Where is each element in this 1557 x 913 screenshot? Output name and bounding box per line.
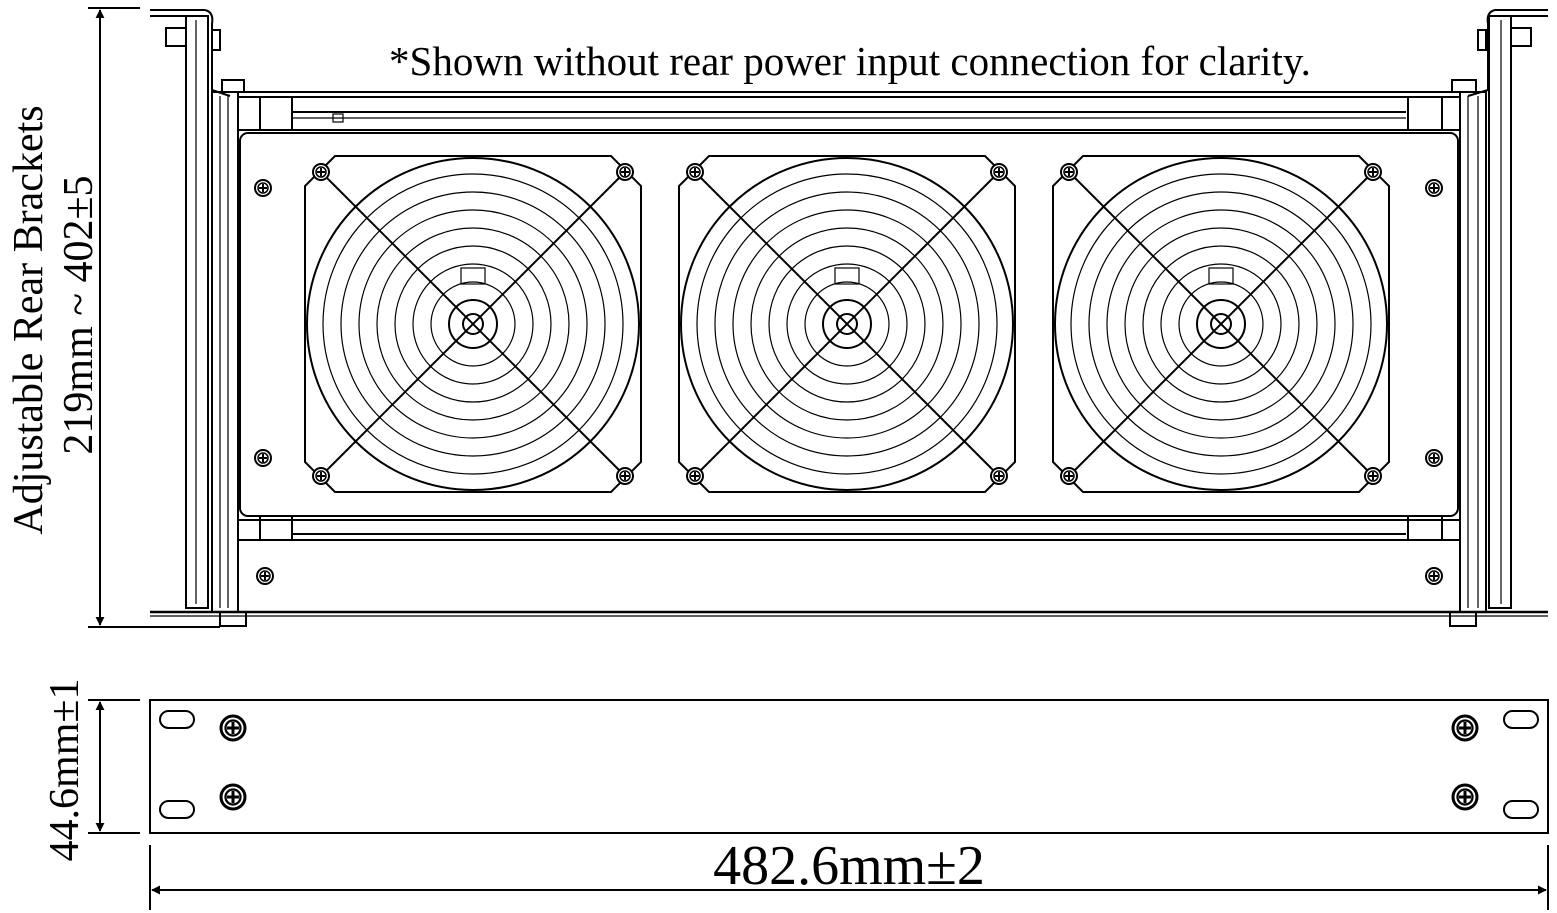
front-screw-icon: [1451, 714, 1479, 742]
left-rear-bracket: [165, 9, 245, 609]
panel-screw-icon: [254, 179, 272, 197]
fan-hub: [1196, 299, 1246, 349]
fan-screw-icon: [686, 467, 704, 485]
fan-guard-ring: [376, 227, 570, 421]
fan-screw-icon: [1060, 467, 1078, 485]
panel-screw-icon: [254, 449, 272, 467]
front-view: [149, 699, 1549, 834]
fan-guard-ring: [732, 209, 962, 439]
fan-screw-icon: [686, 163, 704, 181]
fan-guard-ring: [1106, 209, 1336, 439]
fan-panel-plate: [239, 132, 1459, 517]
left-side-rail: [211, 91, 239, 613]
fan-unit: [1052, 155, 1390, 493]
fan-guard-ring: [1124, 227, 1318, 421]
fans-layer: [304, 155, 1390, 493]
front-screw-icon: [1451, 783, 1479, 811]
fan-guard-ring: [430, 281, 516, 367]
fan-unit: [678, 155, 1016, 493]
depth-dimension: Adjustable Rear Brackets 219mm ~ 402±5: [6, 7, 220, 628]
fan-screw-icon: [616, 163, 634, 181]
panel-screw-icon: [1425, 449, 1443, 467]
fan-guard-ring: [1054, 157, 1388, 491]
top-view: *Shown without rear power input connecti…: [150, 9, 1548, 627]
chassis-screw-icon: [256, 567, 274, 585]
fan-guard-strut: [694, 171, 1000, 477]
fan-guard-ring: [306, 157, 640, 491]
fan-screw-icon: [312, 163, 330, 181]
fan-hub: [448, 299, 498, 349]
fan-guard-ring: [696, 173, 998, 475]
clarity-note: *Shown without rear power input connecti…: [389, 38, 1311, 84]
fan-guard-strut: [1068, 171, 1374, 477]
fan-screw-icon: [990, 163, 1008, 181]
depth-label-line1: Adjustable Rear Brackets: [6, 105, 52, 534]
width-dimension: 482.6mm±2: [149, 835, 1549, 910]
fan-guard-ring: [750, 227, 944, 421]
fan-hub: [822, 299, 872, 349]
fan-screw-icon: [990, 467, 1008, 485]
fan-screw-icon: [1364, 467, 1382, 485]
mount-slot: [1503, 710, 1539, 729]
fan-guard-ring: [340, 191, 606, 457]
fan-guard-ring: [1070, 173, 1372, 475]
fan-label-tab: [1208, 267, 1234, 285]
left-foot: [219, 611, 247, 627]
fan-guard-ring: [1178, 281, 1264, 367]
fan-screw-icon: [1060, 163, 1078, 181]
fan-guard-ring: [786, 263, 908, 385]
front-screw-icon: [219, 783, 247, 811]
depth-label-line2: 219mm ~ 402±5: [56, 175, 102, 454]
mount-slot: [159, 710, 195, 729]
front-screw-icon: [219, 714, 247, 742]
fan-guard-ring: [1088, 191, 1354, 457]
fan-guard-ring: [322, 173, 624, 475]
fan-label-tab: [834, 267, 860, 285]
mount-slot: [159, 800, 195, 819]
panel-screw-icon: [1425, 179, 1443, 197]
fan-guard-strut: [320, 171, 626, 477]
fan-guard-ring: [412, 263, 534, 385]
fan-guard-ring: [768, 245, 926, 403]
height-dimension: 44.6mm±1: [42, 679, 140, 862]
right-side-rail: [1459, 91, 1487, 613]
fan-guard-ring: [358, 209, 588, 439]
fan-guard-ring: [714, 191, 980, 457]
right-rear-bracket: [1451, 9, 1532, 609]
fan-hub-center: [836, 313, 858, 335]
fan-unit: [304, 155, 642, 493]
chassis-screw-icon: [1425, 567, 1443, 585]
fan-hub-center: [1210, 313, 1232, 335]
height-label: 44.6mm±1: [42, 679, 88, 862]
width-label: 482.6mm±2: [713, 835, 985, 897]
fan-guard-ring: [394, 245, 552, 403]
fan-guard-ring: [680, 157, 1014, 491]
fan-screw-icon: [616, 467, 634, 485]
fan-screw-icon: [1364, 163, 1382, 181]
fan-label-tab: [460, 267, 486, 285]
front-panel: [149, 699, 1549, 834]
fan-screw-icon: [312, 467, 330, 485]
fan-guard-ring: [804, 281, 890, 367]
fan-guard-ring: [1142, 245, 1300, 403]
mount-slot: [1503, 800, 1539, 819]
fan-guard-ring: [1160, 263, 1282, 385]
right-foot: [1449, 611, 1477, 627]
fan-hub-center: [462, 313, 484, 335]
